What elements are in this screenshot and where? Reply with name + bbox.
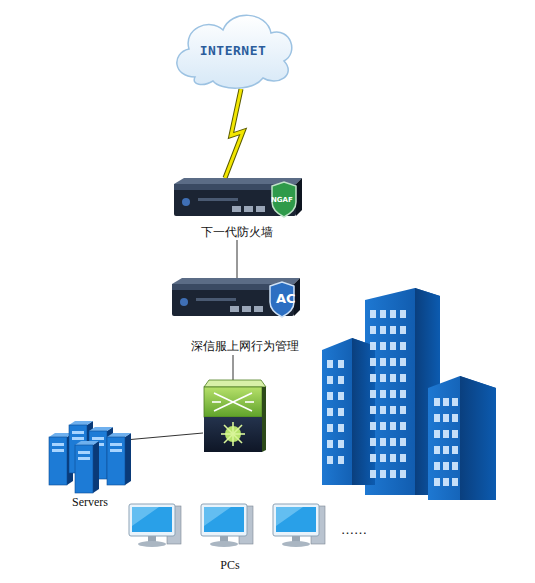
window — [452, 446, 458, 454]
window — [370, 406, 376, 414]
window — [434, 462, 440, 470]
window — [370, 470, 376, 478]
window — [400, 406, 406, 414]
window — [370, 326, 376, 334]
window — [390, 326, 396, 334]
window — [327, 424, 333, 432]
window — [338, 440, 344, 448]
window — [390, 310, 396, 318]
firewall-device: 下一代防火墙 — [172, 178, 302, 240]
node-label: 深信服上网行为管理 — [170, 338, 320, 355]
window — [338, 392, 344, 400]
window — [434, 430, 440, 438]
node-label: PCs — [125, 558, 335, 573]
node-label: Servers — [45, 495, 135, 510]
window — [452, 414, 458, 422]
window — [400, 422, 406, 430]
window — [338, 376, 344, 384]
behavior-management-device: 深信服上网行为管理 — [170, 278, 320, 354]
window — [370, 454, 376, 462]
window — [380, 374, 386, 382]
window — [390, 438, 396, 446]
network-link — [237, 240, 238, 278]
window — [400, 342, 406, 350]
window — [400, 374, 406, 382]
shield-label: AC — [276, 291, 296, 306]
window — [400, 390, 406, 398]
window — [434, 414, 440, 422]
window — [443, 430, 449, 438]
window — [390, 470, 396, 478]
window — [390, 374, 396, 382]
window — [380, 438, 386, 446]
window — [443, 446, 449, 454]
lightning-link — [225, 89, 243, 178]
window — [327, 440, 333, 448]
window — [380, 454, 386, 462]
window — [452, 478, 458, 486]
window — [370, 438, 376, 446]
window — [452, 398, 458, 406]
window — [370, 422, 376, 430]
window — [338, 408, 344, 416]
window — [400, 454, 406, 462]
shield-label: NGAF — [271, 196, 293, 204]
server-group: Servers — [45, 415, 135, 513]
window — [443, 398, 449, 406]
window — [390, 358, 396, 366]
window — [390, 406, 396, 414]
window — [380, 310, 386, 318]
window — [390, 342, 396, 350]
window — [443, 414, 449, 422]
window — [327, 456, 333, 464]
window — [370, 342, 376, 350]
window — [380, 390, 386, 398]
window — [370, 374, 376, 382]
window — [327, 376, 333, 384]
window — [434, 446, 440, 454]
building-group — [322, 288, 496, 500]
window — [380, 422, 386, 430]
lightning-outline — [225, 89, 243, 178]
wire — [233, 355, 234, 382]
window — [338, 424, 344, 432]
window — [327, 392, 333, 400]
window — [400, 310, 406, 318]
window — [452, 462, 458, 470]
window — [380, 470, 386, 478]
window — [443, 478, 449, 486]
window — [327, 360, 333, 368]
window — [434, 478, 440, 486]
window — [370, 390, 376, 398]
window — [380, 326, 386, 334]
window — [380, 342, 386, 350]
window — [380, 358, 386, 366]
window — [327, 408, 333, 416]
window — [390, 454, 396, 462]
window — [370, 358, 376, 366]
window — [390, 390, 396, 398]
window — [400, 326, 406, 334]
window — [400, 438, 406, 446]
window — [400, 470, 406, 478]
switch-icon — [204, 380, 266, 452]
ellipsis-label: …… — [341, 522, 367, 537]
window — [380, 406, 386, 414]
internet-cloud: INTERNET — [165, 5, 301, 91]
window — [338, 456, 344, 464]
window — [400, 358, 406, 366]
window — [443, 462, 449, 470]
node-label: INTERNET — [165, 43, 301, 58]
pc-group: PCs — [125, 500, 335, 576]
window — [434, 398, 440, 406]
window — [452, 430, 458, 438]
window — [338, 360, 344, 368]
window — [370, 310, 376, 318]
node-label: 下一代防火墙 — [172, 224, 302, 241]
wire — [125, 433, 203, 440]
window — [390, 422, 396, 430]
